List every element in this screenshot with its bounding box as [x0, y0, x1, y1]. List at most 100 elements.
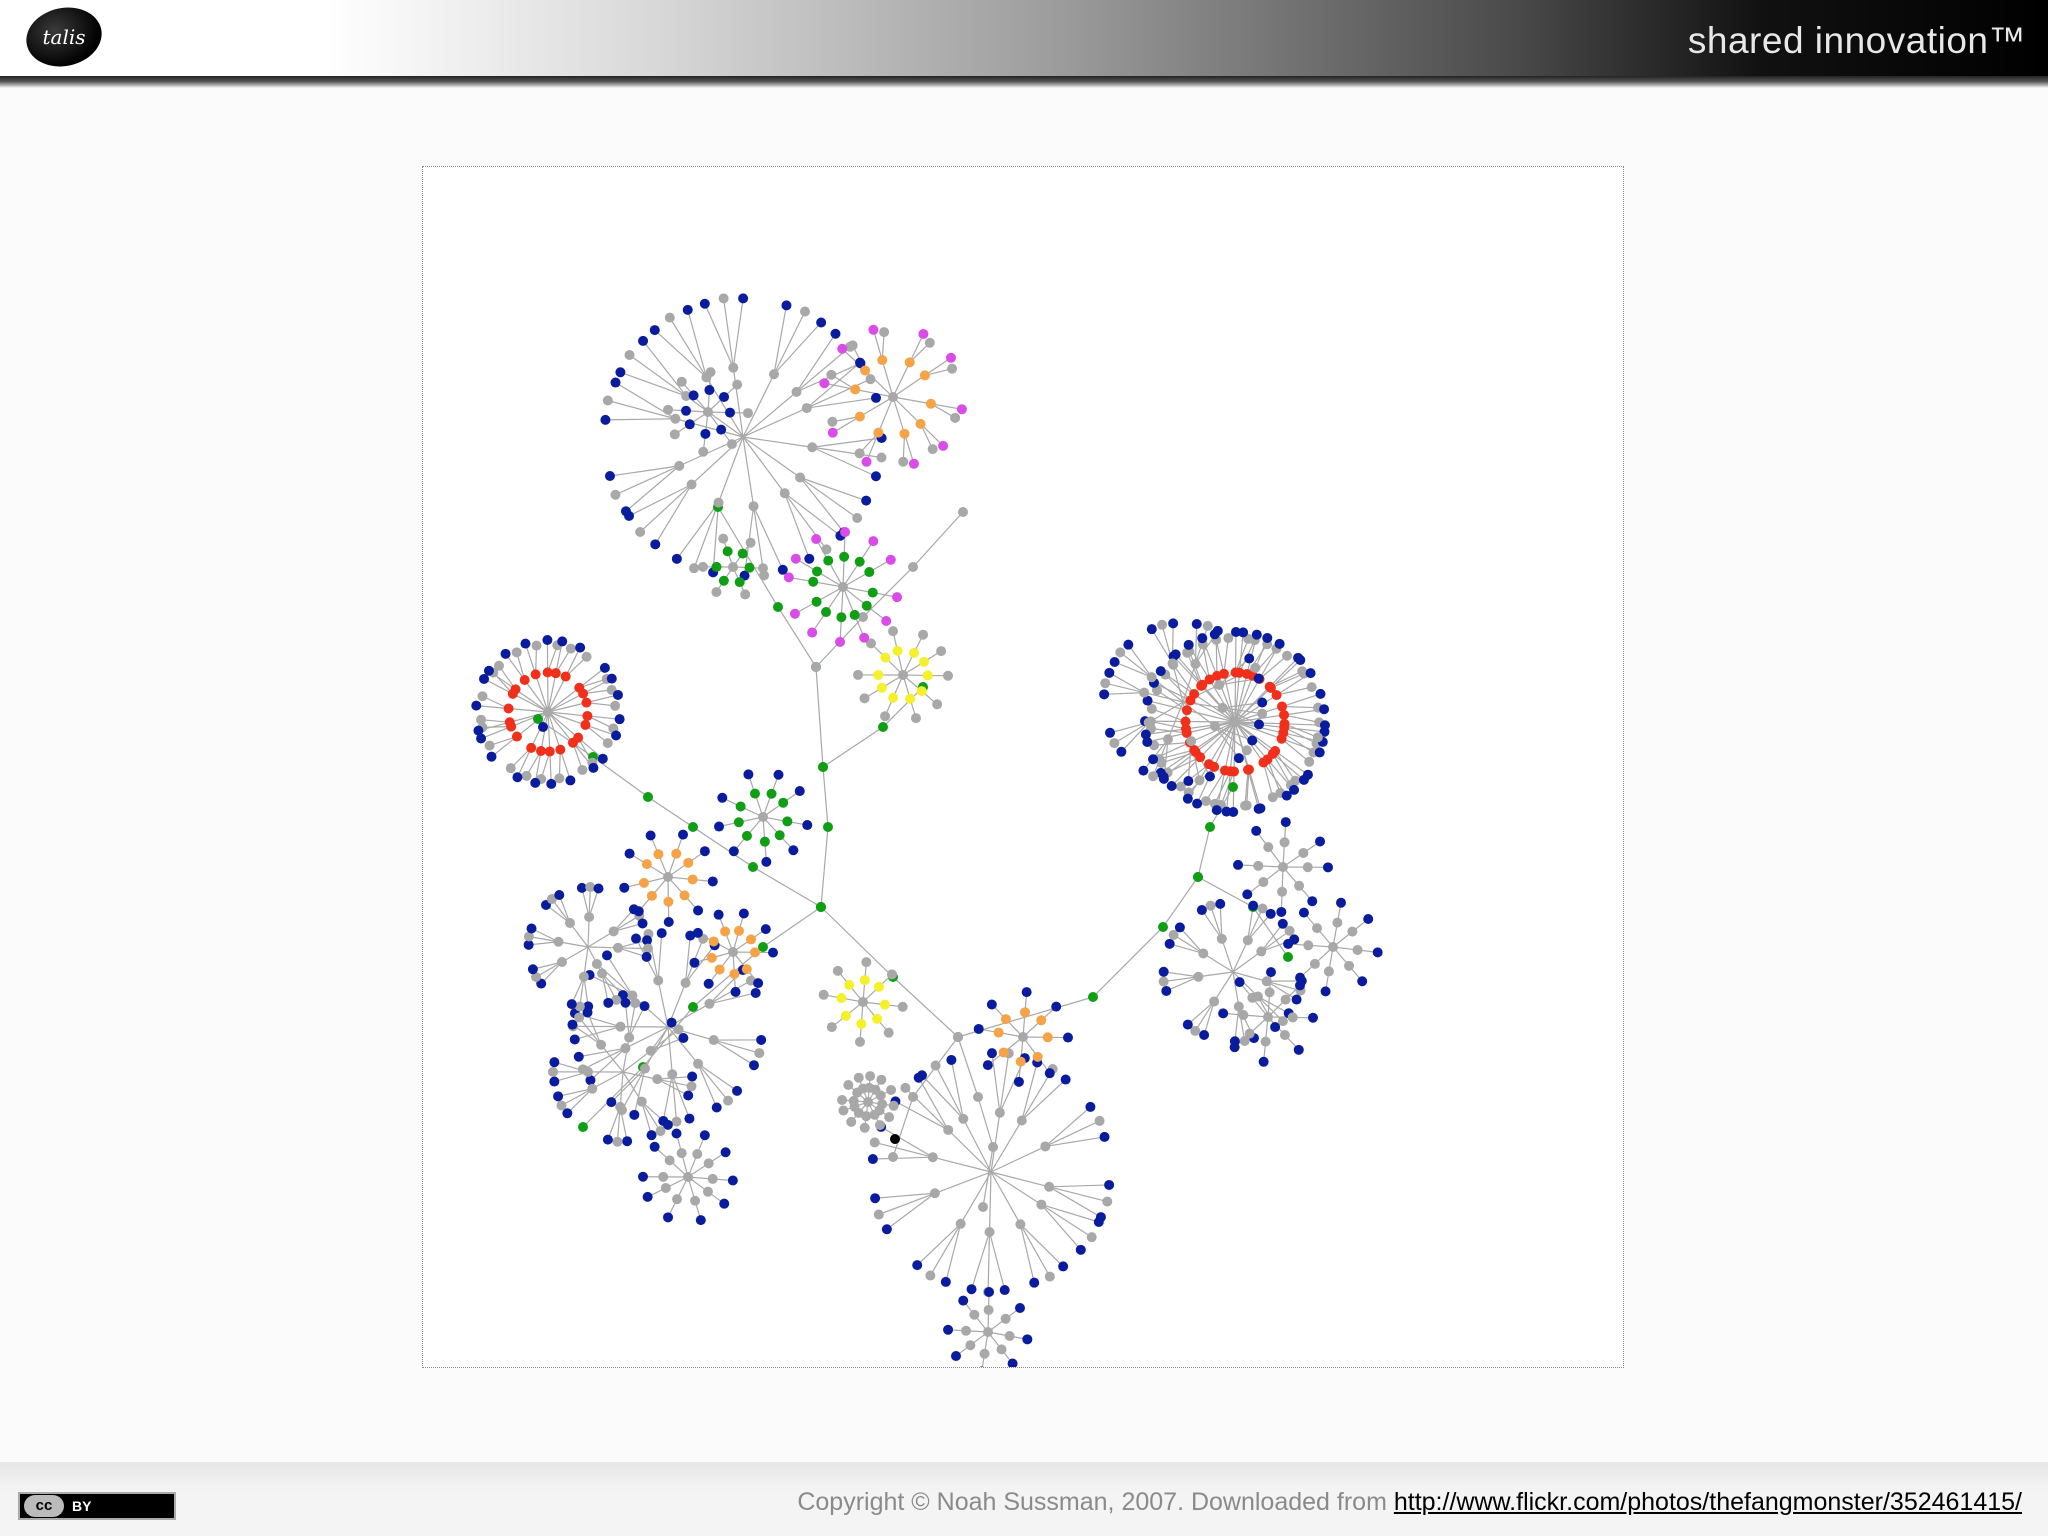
graph-node	[671, 1116, 682, 1127]
graph-node	[918, 629, 929, 640]
graph-node	[859, 632, 870, 643]
graph-edge	[1214, 725, 1248, 751]
graph-node	[688, 1002, 698, 1012]
graph-node	[869, 1109, 880, 1120]
graph-node	[965, 1340, 976, 1351]
graph-edge	[827, 560, 844, 588]
graph-edge	[476, 705, 509, 710]
graph-node	[653, 975, 664, 986]
graph-node	[1312, 923, 1323, 934]
graph-node	[890, 1134, 900, 1144]
graph-node	[638, 1171, 649, 1182]
graph-edge	[892, 396, 906, 434]
graph-node	[544, 746, 555, 757]
graph-node	[549, 1057, 560, 1068]
graph-edge	[1213, 971, 1234, 1002]
graph-node	[693, 905, 704, 916]
graph-node	[1022, 1334, 1033, 1345]
graph-node	[1218, 1008, 1229, 1019]
graph-node	[855, 357, 866, 368]
graph-edge	[1260, 923, 1284, 952]
graph-node	[750, 987, 761, 998]
graph-edge	[811, 446, 877, 477]
graph-node	[1183, 639, 1194, 650]
graph-node	[754, 1048, 765, 1059]
graph-edge	[722, 298, 734, 368]
graph-node	[1058, 1261, 1069, 1272]
graph-node	[672, 1194, 683, 1205]
graph-node	[699, 1130, 710, 1141]
graph-node	[868, 324, 879, 335]
graph-node	[663, 872, 673, 882]
graph-node	[1323, 966, 1334, 977]
graph-node	[973, 1023, 984, 1034]
graph-edge	[1145, 728, 1187, 736]
graph-node	[767, 947, 778, 958]
graph-node	[596, 1039, 607, 1050]
graph-node	[548, 1066, 559, 1077]
graph-node	[680, 977, 691, 988]
graph-edge	[991, 1053, 1001, 1113]
graph-edge	[1193, 721, 1236, 751]
graph-node	[811, 533, 822, 544]
graph-edge	[1153, 741, 1190, 746]
graph-edge	[1269, 657, 1299, 688]
graph-node	[1212, 625, 1223, 636]
graph-node	[760, 924, 771, 935]
graph-edge	[587, 946, 619, 949]
graph-node	[662, 1119, 673, 1130]
graph-edge	[654, 329, 707, 378]
graph-edge	[990, 1112, 1001, 1173]
graph-node	[600, 414, 611, 425]
graph-node	[884, 1112, 895, 1123]
graph-node	[982, 1060, 993, 1071]
graph-edge	[990, 1171, 1042, 1206]
graph-edge	[1019, 1223, 1064, 1267]
graph-node	[608, 926, 619, 937]
graph-node	[1143, 717, 1154, 728]
graph-node	[1240, 800, 1251, 811]
graph-node	[636, 1096, 647, 1107]
graph-node	[1322, 862, 1333, 873]
graph-edge	[697, 1063, 729, 1101]
graph-edge	[812, 437, 882, 448]
cc-license-badge[interactable]: cc BY	[18, 1492, 176, 1520]
graph-edge	[667, 1026, 673, 1075]
graph-edge	[1246, 769, 1250, 806]
graph-edge	[615, 465, 680, 496]
graph-node	[500, 648, 511, 659]
graph-node	[749, 947, 760, 958]
graph-node	[1250, 662, 1261, 673]
graph-edge	[512, 693, 549, 713]
graph-node	[1277, 701, 1288, 712]
source-link[interactable]: http://www.flickr.com/photos/thefangmons…	[1393, 1488, 2022, 1516]
graph-node	[637, 918, 648, 929]
graph-edge	[642, 340, 687, 397]
graph-edge	[1259, 655, 1288, 680]
graph-node	[836, 993, 847, 1004]
graph-node	[1265, 908, 1276, 919]
graph-edge	[559, 749, 571, 781]
graph-node	[818, 989, 829, 1000]
graph-node	[1230, 717, 1240, 727]
graph-edge	[859, 396, 894, 418]
graph-node	[838, 582, 848, 592]
graph-node	[821, 607, 832, 618]
graph-edge	[916, 1223, 962, 1266]
graph-node	[526, 923, 537, 934]
graph-edge	[1203, 1001, 1215, 1036]
graph-edge	[990, 1171, 1050, 1188]
graph-edge	[692, 826, 754, 868]
graph-node	[875, 1090, 886, 1101]
graph-node	[682, 304, 693, 315]
graph-node	[936, 646, 947, 657]
graph-node	[861, 957, 872, 968]
graph-edge	[990, 1120, 1023, 1173]
graph-node	[1287, 1012, 1298, 1023]
graph-edge	[613, 908, 635, 932]
graph-node	[631, 933, 642, 944]
graph-node	[688, 390, 699, 401]
graph-node	[1289, 784, 1300, 795]
graph-node	[1279, 1030, 1290, 1041]
graph-node	[832, 965, 843, 976]
